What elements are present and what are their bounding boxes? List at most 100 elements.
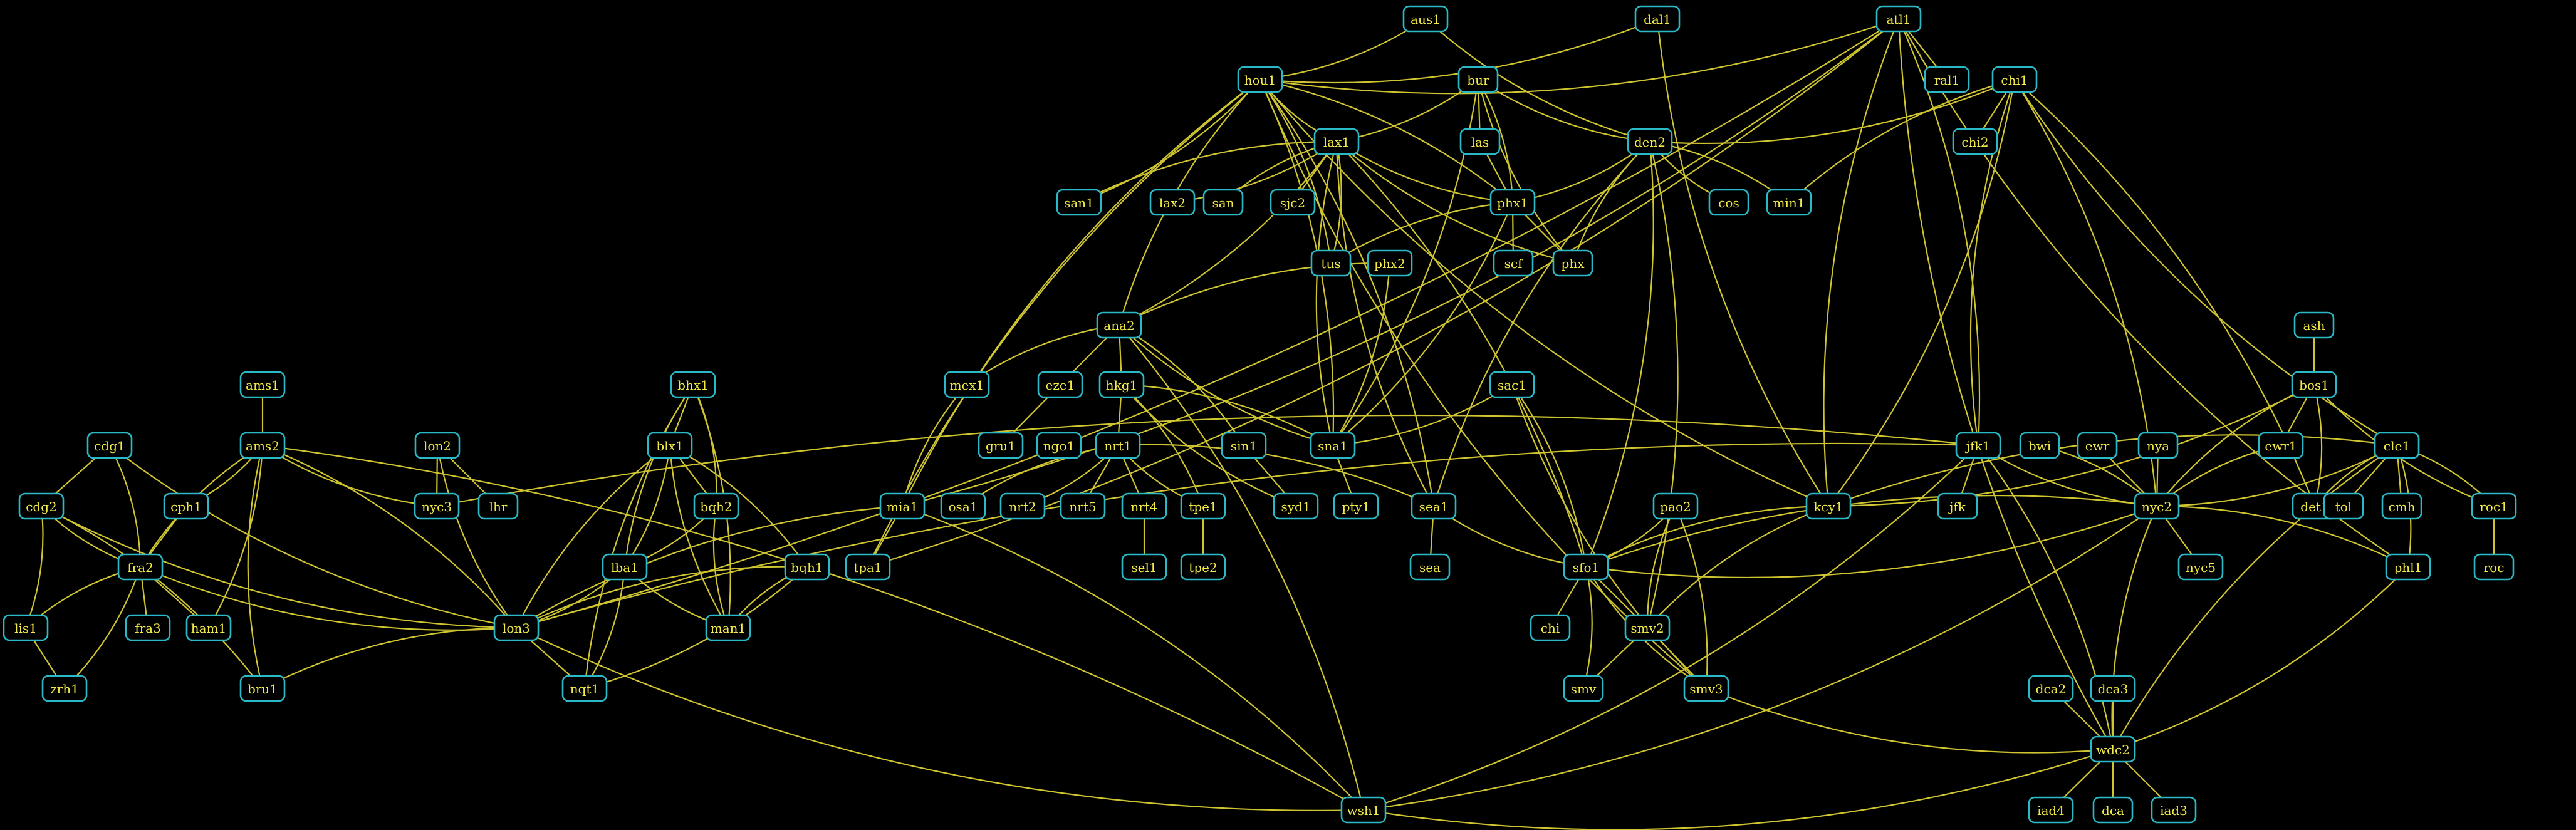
node-fra3: fra3 xyxy=(125,614,171,641)
node-box-cdg1 xyxy=(86,432,133,459)
node-label-sjc2: sjc2 xyxy=(1280,195,1305,210)
node-label-tus: tus xyxy=(1321,256,1340,271)
node-mia1: mia1 xyxy=(879,492,926,520)
node-box-nya xyxy=(2137,432,2179,459)
node-label-bur: bur xyxy=(1467,73,1489,88)
node-box-jfk1 xyxy=(1955,432,2001,459)
node-label-lhr: lhr xyxy=(489,499,508,514)
edge-mia1-wsh1 xyxy=(902,505,1364,811)
node-label-lax1: lax1 xyxy=(1323,135,1350,150)
node-label-tpe1: tpe1 xyxy=(1189,499,1217,514)
node-aus1: aus1 xyxy=(1402,5,1449,33)
node-lon3: lon3 xyxy=(493,614,540,641)
node-label-nqt1: nqt1 xyxy=(570,682,599,697)
node-label-chi: chi xyxy=(1541,621,1560,636)
node-label-sac1: sac1 xyxy=(1498,378,1526,393)
node-box-gru1 xyxy=(978,432,1024,459)
edge-lax1-phx xyxy=(1336,141,1573,264)
node-label-dal1: dal1 xyxy=(1644,12,1671,27)
node-box-roc xyxy=(2473,553,2515,581)
node-box-ams2 xyxy=(239,432,286,459)
node-box-ewr xyxy=(2077,432,2118,459)
node-box-wsh1 xyxy=(1340,796,1387,824)
node-label-chi1: chi1 xyxy=(2001,73,2028,88)
edge-chi1-cle1 xyxy=(2014,79,2397,446)
node-label-cos: cos xyxy=(1718,195,1739,210)
node-box-lon2 xyxy=(414,432,461,459)
node-box-aus1 xyxy=(1402,5,1449,33)
node-label-wdc2: wdc2 xyxy=(2096,742,2130,757)
node-box-jfk xyxy=(1937,492,1978,520)
node-box-tpa1 xyxy=(845,553,891,581)
node-label-blx1: blx1 xyxy=(656,438,683,454)
node-label-sfo1: sfo1 xyxy=(1573,560,1599,575)
node-dca: dca xyxy=(2092,796,2134,824)
node-label-chi2: chi2 xyxy=(1961,135,1988,150)
node-tpe2: tpe2 xyxy=(1180,553,1226,581)
edge-bos1-kcy1 xyxy=(1828,384,2315,507)
node-bur: bur xyxy=(1457,66,1499,93)
node-box-dca2 xyxy=(2028,675,2074,702)
node-label-den2: den2 xyxy=(1634,135,1666,150)
node-box-phl1 xyxy=(2385,553,2431,581)
node-hkg1: hkg1 xyxy=(1098,371,1145,398)
node-nrt2: nrt2 xyxy=(999,492,1046,520)
node-label-phx1: phx1 xyxy=(1497,195,1528,210)
node-label-san1: san1 xyxy=(1064,195,1094,210)
edge-hou1-san1 xyxy=(1078,79,1261,204)
node-lon2: lon2 xyxy=(414,432,461,459)
node-box-min1 xyxy=(1766,189,1812,216)
node-nyc3: nyc3 xyxy=(414,492,460,520)
edge-atl1-kcy1 xyxy=(1823,18,1900,507)
node-cph1: cph1 xyxy=(163,492,209,520)
node-label-osa1: osa1 xyxy=(949,499,978,514)
node-label-syd1: syd1 xyxy=(1281,499,1310,514)
node-dca3: dca3 xyxy=(2090,675,2136,702)
edge-hou1-mia1 xyxy=(902,79,1261,507)
node-mex1: mex1 xyxy=(944,371,990,398)
node-phx: phx xyxy=(1552,249,1593,277)
node-label-eze1: eze1 xyxy=(1046,378,1075,393)
node-tpe1: tpe1 xyxy=(1180,492,1226,520)
node-san: san xyxy=(1202,189,1244,216)
node-label-smv3: smv3 xyxy=(1689,682,1723,697)
edge-pao2-smv3 xyxy=(1674,506,1708,689)
node-label-sel1: sel1 xyxy=(1131,560,1157,575)
node-kcy1: kcy1 xyxy=(1805,492,1852,520)
edge-atl1-wdc2 xyxy=(1897,18,2114,750)
node-box-sea1 xyxy=(1411,492,1457,520)
edge-hou1-tus xyxy=(1259,79,1332,264)
node-box-nyc2 xyxy=(2134,492,2180,520)
node-box-smv2 xyxy=(1624,614,1671,641)
node-man1: man1 xyxy=(705,614,751,641)
node-box-bur xyxy=(1457,66,1499,93)
edge-atl1-jfk1 xyxy=(1897,18,1981,446)
edge-lon2-lon3 xyxy=(436,445,517,628)
node-pty1: pty1 xyxy=(1333,492,1379,520)
node-phx1: phx1 xyxy=(1489,189,1536,216)
node-nya: nya xyxy=(2137,432,2179,459)
node-box-sjc2 xyxy=(1270,189,1316,216)
edge-dal1-kcy1 xyxy=(1656,18,1829,507)
node-box-bwi xyxy=(2019,432,2060,459)
edge-bur-phx xyxy=(1477,79,1573,264)
node-ral1: ral1 xyxy=(1924,66,1970,93)
node-box-lax2 xyxy=(1149,189,1196,216)
edge-sna1-sac1 xyxy=(1332,384,1513,447)
edge-bur-den2 xyxy=(1478,79,1650,143)
node-box-sin1 xyxy=(1221,432,1267,459)
node-box-lis1 xyxy=(3,614,49,641)
edge-bqh1-nqt1 xyxy=(584,566,808,690)
node-dal1: dal1 xyxy=(1634,5,1681,33)
node-box-san1 xyxy=(1056,189,1102,216)
node-sel1: sel1 xyxy=(1121,553,1167,581)
node-label-scf: scf xyxy=(1504,256,1523,271)
node-label-lax2: lax2 xyxy=(1159,195,1186,210)
node-sjc2: sjc2 xyxy=(1270,189,1316,216)
edge-cdg1-lon3 xyxy=(109,445,517,629)
edge-pao2-smv2 xyxy=(1646,506,1676,628)
node-box-wdc2 xyxy=(2090,735,2136,763)
node-label-pty1: pty1 xyxy=(1342,499,1370,514)
node-label-bqh2: bqh2 xyxy=(700,499,732,514)
